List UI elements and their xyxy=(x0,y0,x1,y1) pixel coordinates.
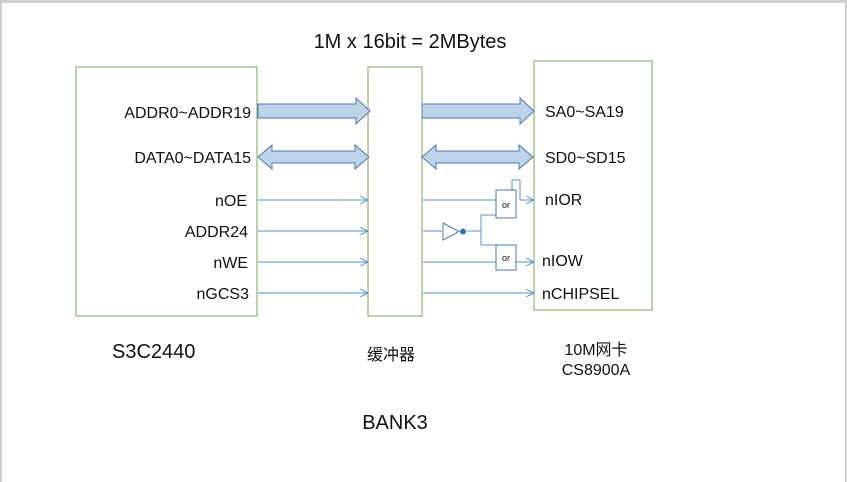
soc-signal-addr24: ADDR24 xyxy=(185,224,248,241)
address-bus-arrow-left xyxy=(257,96,371,126)
nic-signal-nchipsel: nCHIPSEL xyxy=(542,286,619,303)
inverter-bubble xyxy=(460,228,466,235)
address-bus-arrow-right xyxy=(421,96,535,126)
nic-name-line1: 10M网卡 xyxy=(564,341,627,359)
buffer-box xyxy=(367,66,423,317)
data-bus-arrow-left xyxy=(257,143,370,171)
cs8900a-box xyxy=(533,60,653,311)
diagram-title: 1M x 16bit = 2MBytes xyxy=(314,31,507,53)
s3c2440-box xyxy=(75,66,258,317)
soc-name: S3C2440 xyxy=(112,341,195,363)
nic-signal-sd-bus: SD0~SD15 xyxy=(545,150,626,167)
soc-signal-nwe: nWE xyxy=(213,255,248,272)
nic-signal-nior: nIOR xyxy=(545,192,582,209)
right-frame-edge xyxy=(845,3,847,482)
soc-signal-ngcs3: nGCS3 xyxy=(197,286,250,303)
data-bus-arrow-right xyxy=(421,143,534,171)
soc-signal-data-bus: DATA0~DATA15 xyxy=(134,150,251,167)
or-gate-niow xyxy=(495,244,517,271)
soc-signal-noe: nOE xyxy=(215,193,247,210)
or-gate-nior-label: or xyxy=(502,200,510,210)
bank-label: BANK3 xyxy=(362,412,428,434)
nic-signal-sa-bus: SA0~SA19 xyxy=(545,104,624,121)
buffer-name: 缓冲器 xyxy=(367,346,415,364)
left-frame-edge xyxy=(0,3,2,482)
nic-signal-niow: nIOW xyxy=(542,253,584,270)
inverter-gate xyxy=(442,222,461,241)
or-gate-niow-label: or xyxy=(502,253,510,263)
nic-name-line2: CS8900A xyxy=(562,362,631,379)
soc-signal-addr-bus: ADDR0~ADDR19 xyxy=(124,105,251,122)
top-frame-edge xyxy=(0,0,847,3)
or-gate-nior xyxy=(495,189,517,219)
